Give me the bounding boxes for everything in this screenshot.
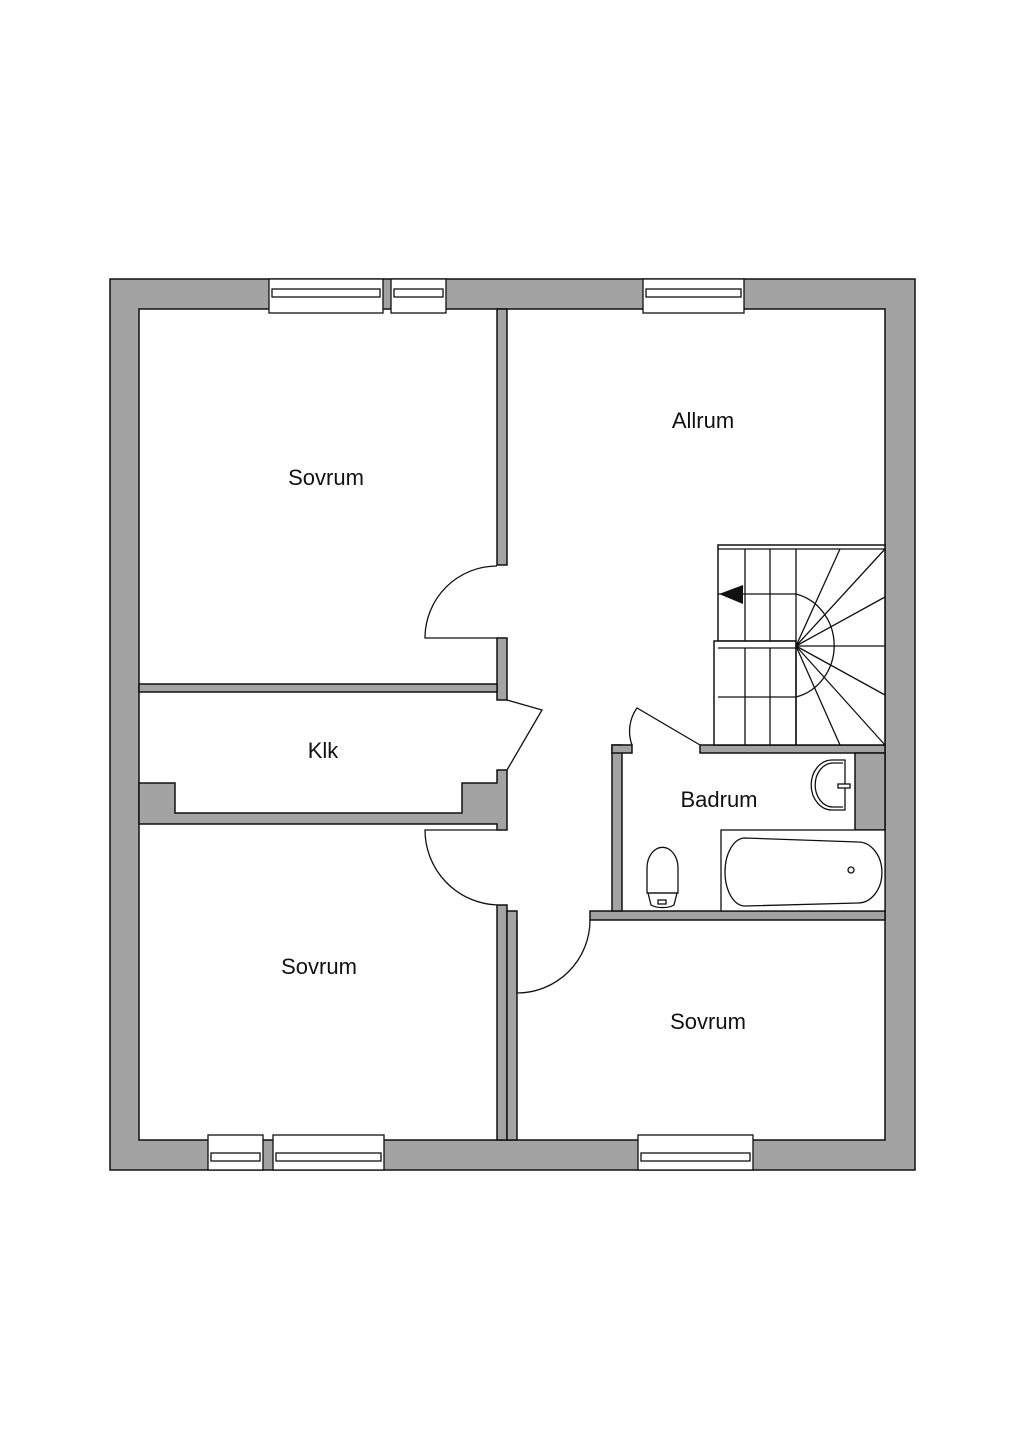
- door-sovrum-2: [424, 829, 498, 906]
- window-bottom-1: [207, 1134, 264, 1171]
- room-label-klk: Klk: [308, 738, 340, 763]
- door-klk: [506, 699, 543, 771]
- bathtub-icon: [720, 829, 886, 912]
- windows: [207, 278, 754, 1171]
- window-bottom-3: [637, 1134, 754, 1171]
- door-badrum: [628, 707, 701, 746]
- sink-icon: [810, 759, 851, 811]
- staircase: [713, 544, 886, 746]
- stair-direction-arrow-icon: [719, 585, 743, 604]
- door-sovrum-1: [424, 565, 498, 639]
- window-top-3: [642, 278, 745, 314]
- room-label-allrum: Allrum: [672, 408, 734, 433]
- room-label-sovrum-2: Sovrum: [281, 954, 357, 979]
- window-bottom-2: [272, 1134, 385, 1171]
- room-label-badrum: Badrum: [680, 787, 757, 812]
- room-label-sovrum-3: Sovrum: [670, 1009, 746, 1034]
- bathroom-fixtures: [646, 759, 886, 912]
- toilet-icon: [646, 846, 679, 909]
- doors: [424, 565, 701, 994]
- door-sovrum-3: [516, 919, 591, 994]
- inner-walls: [138, 308, 886, 1141]
- room-label-sovrum-1: Sovrum: [288, 465, 364, 490]
- window-top-1: [268, 278, 384, 314]
- window-top-2: [390, 278, 447, 314]
